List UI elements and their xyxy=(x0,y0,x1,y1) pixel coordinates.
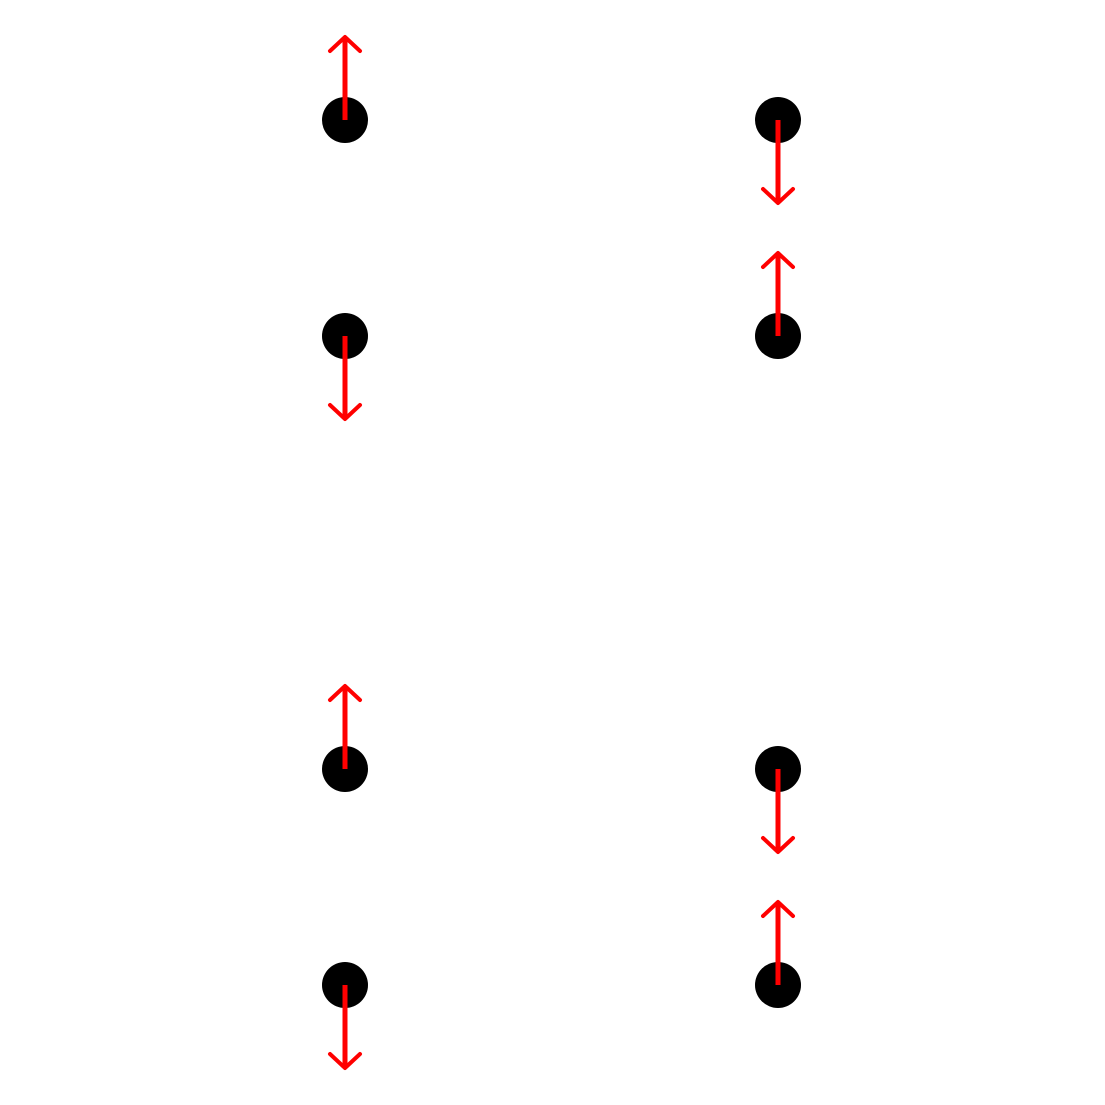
arrow-up-icon xyxy=(328,35,362,53)
arrow-down-icon xyxy=(761,836,795,854)
particle-left-1 xyxy=(322,35,368,143)
particle-left-4 xyxy=(322,962,368,1070)
particle-left-3 xyxy=(322,684,368,792)
particle-right-1 xyxy=(755,97,801,205)
arrow-up-icon xyxy=(761,900,795,918)
particle-right-2 xyxy=(755,251,801,359)
arrow-down-icon xyxy=(328,1052,362,1070)
arrow-up-icon xyxy=(761,251,795,269)
arrow-down-icon xyxy=(761,187,795,205)
arrow-up-icon xyxy=(328,684,362,702)
particle-right-4 xyxy=(755,900,801,1008)
particles-layer xyxy=(322,35,801,1070)
particle-left-2 xyxy=(322,313,368,421)
arrow-down-icon xyxy=(328,403,362,421)
particle-right-3 xyxy=(755,746,801,854)
